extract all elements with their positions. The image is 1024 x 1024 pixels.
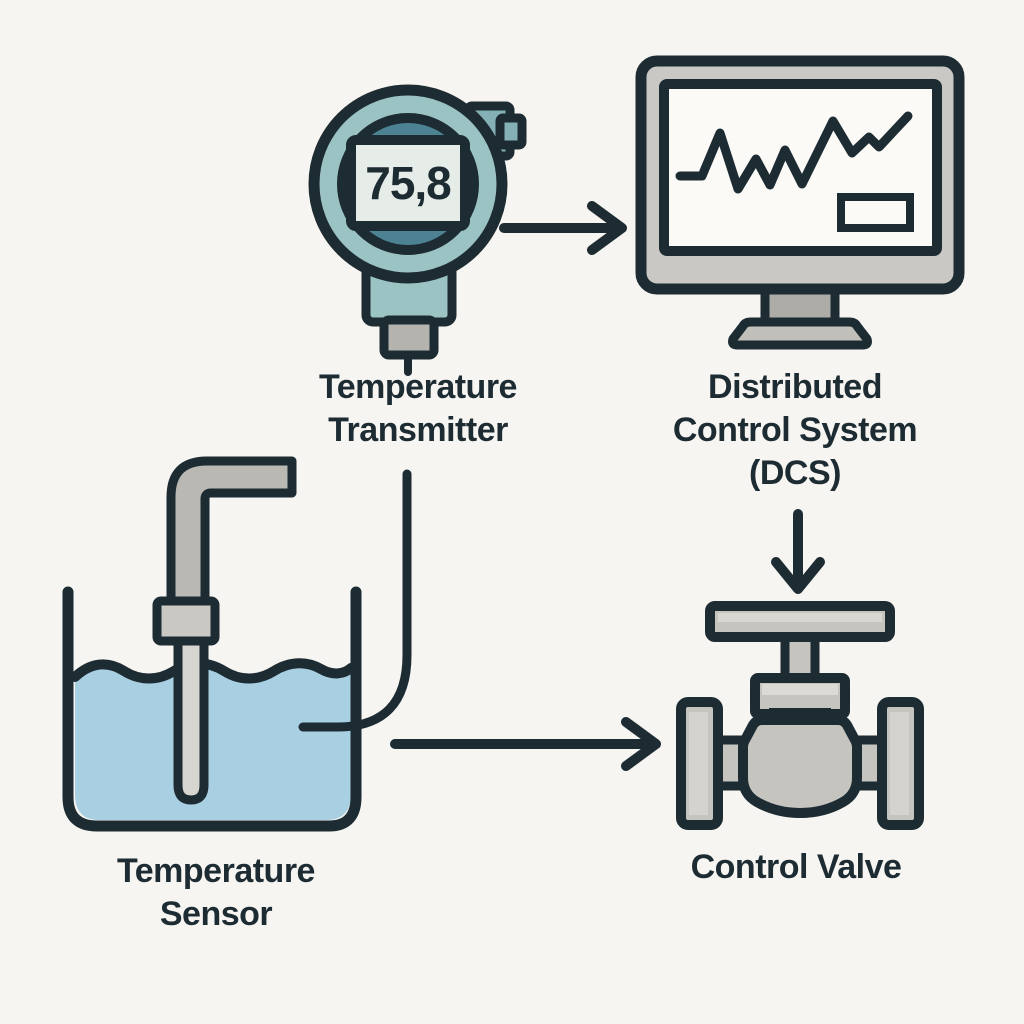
monitor-base [728,317,872,350]
valve-handle-highlight [718,613,882,622]
transmitter-connector [379,315,439,360]
wire-sensor-to-transmitter [298,469,412,732]
tank [62,586,362,832]
monitor-waveform [675,111,913,194]
sensor-sheath [173,636,209,805]
arrow-transmitter-to-dcs [499,201,627,255]
transmitter-display-value: 75,8 [365,157,452,209]
arrow-head [771,557,825,594]
sensor-label: Temperature Sensor [117,852,315,933]
dcs-monitor-icon [635,55,965,350]
arrow-sensor-to-valve [390,717,661,771]
temperature-transmitter-icon [308,84,527,376]
transmitter-display [346,135,470,231]
valve-right-flange-highlight [890,712,909,815]
dcs-label: Distributed Control System (DCS) [672,368,918,492]
valve-body [738,715,862,818]
tank-water-surface [70,658,356,684]
sensor-collar [152,596,220,646]
control-valve-icon [676,601,924,830]
sensor-probe-arm [166,456,297,608]
tank-water [75,663,351,820]
transmitter-label: Temperature Transmitter [319,368,517,449]
temperature-sensor-icon [152,456,297,805]
valve-bonnet-highlight [762,684,838,695]
arrow-dcs-to-valve [771,509,825,594]
arrow-head [587,201,627,255]
monitor-status-box [837,193,914,232]
transmitter-side-tab-step [495,113,527,150]
tank-walls [62,586,362,832]
valve-label: Control Valve [690,848,902,886]
valve-left-flange-highlight [689,712,708,815]
arrow-head [621,717,661,771]
